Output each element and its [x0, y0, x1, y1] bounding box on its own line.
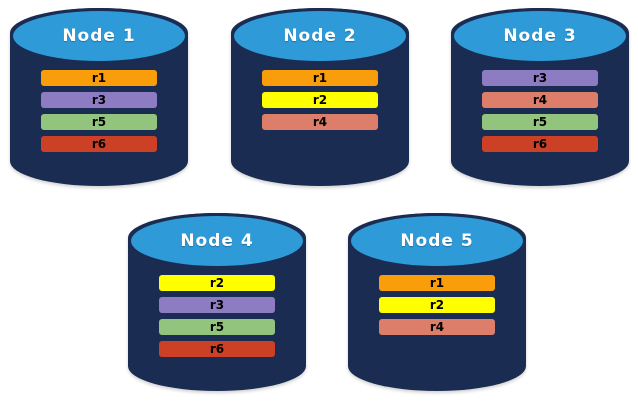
replica-bar[interactable]: r6 — [482, 136, 598, 152]
replica-bar[interactable]: r2 — [379, 297, 495, 313]
replica-stack: r1 r2 r4 — [348, 269, 526, 341]
replica-stack: r1 r2 r4 — [231, 64, 409, 136]
replica-bar[interactable]: r2 — [262, 92, 378, 108]
cylinder-top-disc — [348, 213, 526, 269]
cylinder-top-disc — [231, 8, 409, 64]
replica-bar[interactable]: r3 — [159, 297, 275, 313]
replica-bar[interactable]: r4 — [482, 92, 598, 108]
replica-bar[interactable]: r5 — [159, 319, 275, 335]
replica-bar[interactable]: r5 — [482, 114, 598, 130]
replica-bar[interactable]: r4 — [379, 319, 495, 335]
replica-bar[interactable]: r2 — [159, 275, 275, 291]
cylinder-top-disc — [10, 8, 188, 64]
cylinder-top-disc — [451, 8, 629, 64]
replica-bar[interactable]: r1 — [41, 70, 157, 86]
replica-bar[interactable]: r1 — [262, 70, 378, 86]
replica-bar[interactable]: r6 — [41, 136, 157, 152]
replica-stack: r1 r3 r5 r6 — [10, 64, 188, 158]
replica-stack: r2 r3 r5 r6 — [128, 269, 306, 363]
replica-bar[interactable]: r5 — [41, 114, 157, 130]
replica-bar[interactable]: r1 — [379, 275, 495, 291]
cylinder-top-disc — [128, 213, 306, 269]
replica-bar[interactable]: r3 — [482, 70, 598, 86]
replica-bar[interactable]: r6 — [159, 341, 275, 357]
replica-stack: r3 r4 r5 r6 — [451, 64, 629, 158]
replica-bar[interactable]: r3 — [41, 92, 157, 108]
replica-bar[interactable]: r4 — [262, 114, 378, 130]
